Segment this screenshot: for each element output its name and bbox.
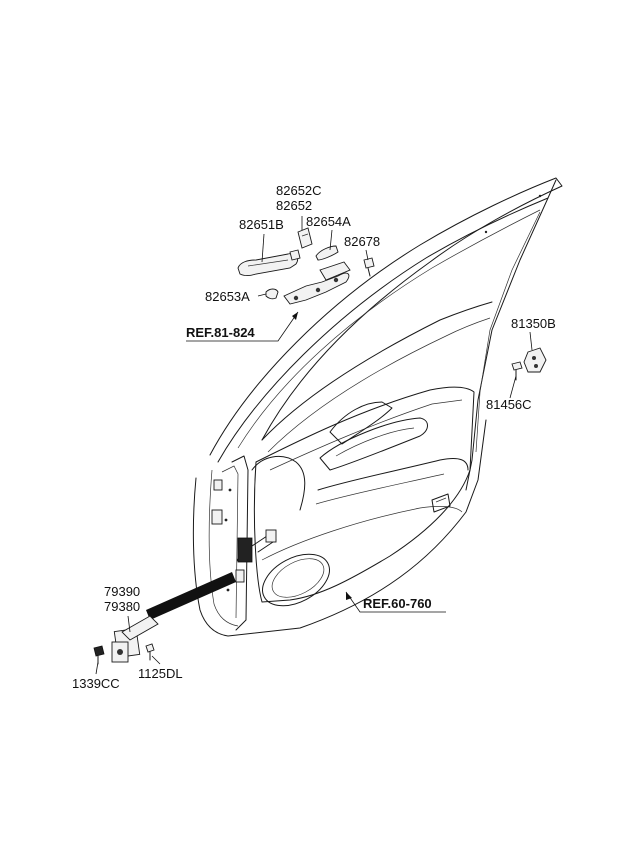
bolt-1125dl <box>145 643 155 661</box>
label-82654a: 82654A <box>306 214 351 229</box>
front-door-panel <box>192 177 563 637</box>
label-1339cc: 1339CC <box>72 676 120 691</box>
handle-gasket-82654a <box>315 245 339 261</box>
label-82652: 82652 <box>276 198 312 213</box>
label-ref-81-824: REF.81-824 <box>186 325 255 340</box>
label-79390: 79390 <box>104 584 140 599</box>
bolt-81456c <box>511 361 523 381</box>
bolt-1339cc <box>93 645 105 665</box>
label-79380: 79380 <box>104 599 140 614</box>
handle-bracket <box>283 261 351 305</box>
label-82678: 82678 <box>344 234 380 249</box>
leader-lines <box>95 216 533 675</box>
label-ref-60-760: REF.60-760 <box>363 596 432 611</box>
striker-81350b <box>523 347 547 373</box>
bolt-82678 <box>363 257 375 277</box>
door-checker-assembly <box>111 572 236 663</box>
gasket-82653a <box>265 288 279 300</box>
handle-cover-82652 <box>297 227 313 249</box>
label-82652c: 82652C <box>276 183 322 198</box>
label-81350b: 81350B <box>511 316 556 331</box>
label-82651b: 82651B <box>239 217 284 232</box>
label-82653a: 82653A <box>205 289 250 304</box>
label-81456c: 81456C <box>486 397 532 412</box>
outside-handle-82651b <box>237 249 301 276</box>
label-1125dl: 1125DL <box>138 666 183 681</box>
